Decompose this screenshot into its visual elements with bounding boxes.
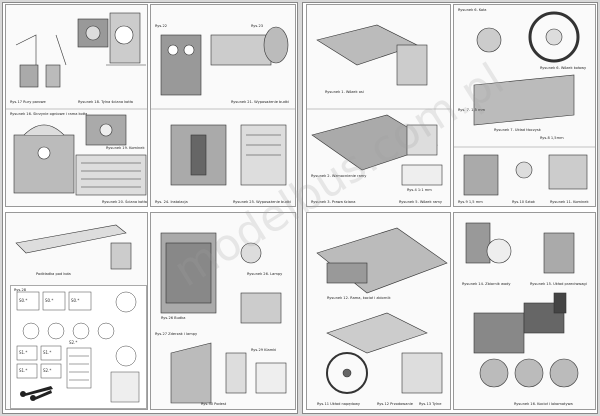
caption-frame-boiler-tank: Rysunek 12. Rama, kocioł i zbiornik xyxy=(327,296,391,300)
caption-chimney-2: Rysunek 11. Kominek xyxy=(550,200,589,204)
caption-fig23: Rys.23 xyxy=(251,24,264,28)
caption-boiler-wall: Rysunek 20. Ściana kotła xyxy=(102,200,148,204)
cab-equipment-illustration xyxy=(151,26,295,186)
caption-fig7-size: Rys. 7. 1,5 mm xyxy=(458,108,486,112)
caption-lamps: Rysunek 26. Lampy xyxy=(247,272,283,276)
wheel-pad-illustration xyxy=(15,224,132,270)
caption-frame-bogie: Rysunek 5. Wózek ramy xyxy=(399,200,443,204)
caption-chimney: Rysunek 19. Kominek xyxy=(106,146,145,150)
caption-boiler-locomotive: Rysunek 16. Kocioł i lokomotywa xyxy=(514,402,573,406)
template-label: S2.* xyxy=(69,340,77,345)
panel-parts-template: Podkładka pod koła S0.*S0.*S0.*S1.*S1.*S… xyxy=(5,212,148,410)
panel-cab: Rys.26 Budka Rysunek 26. Lampy Rys.27 Zd… xyxy=(150,212,296,410)
caption-drive-system: Rys.11 Układ napędowy xyxy=(317,402,361,406)
panel-cab-equipment: Rysunek 21. Wyposażenie budki Rys.22 Rys… xyxy=(150,4,296,207)
caption-platform: Rys.30 Podest xyxy=(201,402,227,406)
caption-wheel-bogie: Rysunek 6. Wózek kołowy xyxy=(540,66,587,70)
template-label: S1.* xyxy=(43,350,51,355)
caption-fig28: Rys.28 xyxy=(14,288,27,292)
caption-installation: Rys. 24. Instalacja xyxy=(155,200,188,204)
caption-axle-bogie: Rysunek 1. Wózek osi xyxy=(325,90,364,94)
caption-cab-equipment-2: Rysunek 25. Wyposażenie budki xyxy=(233,200,291,204)
caption-counterweight: Rysunek 15. Układ przeciwwagi xyxy=(530,282,587,286)
template-label: S2.* xyxy=(43,368,51,373)
caption-fig22: Rys.22 xyxy=(155,24,168,28)
caption-fig10: Rys.10 Sztok xyxy=(512,200,536,204)
caption-wheels: Rysunek 6. Koła xyxy=(458,8,487,12)
wheels-illustration xyxy=(454,11,595,196)
caption-leading: Rys.12 Przodowanie xyxy=(377,402,413,406)
caption-frame-reinforcement: Rysunek 2. Wzmocnienie ramy xyxy=(311,174,367,178)
cutout-shapes: S0.* S0.* S0.* S1.* S1.* S1.* S2.* S2.* xyxy=(16,291,140,403)
caption-wheel-pad: Podkładka pod koła xyxy=(36,272,71,276)
caption-cab: Rys.26 Budka xyxy=(161,316,186,320)
panel-wheels: Rysunek 6. Koła Rysunek 6. Wózek kołowy … xyxy=(453,4,596,207)
caption-handles: Rys.29 Klamki xyxy=(251,348,277,352)
template-label: S0.* xyxy=(45,298,53,303)
caption-water-tank: Rysunek 14. Zbiornik wody xyxy=(462,282,511,286)
caption-rear-wall: Rysunek 18. Tylna ściana kotła xyxy=(78,100,133,104)
cutout-sheet: S0.* S0.* S0.* S1.* S1.* S1.* S2.* S2.* xyxy=(10,285,147,409)
caption-steam-pipes: Rys.17 Rury parowe xyxy=(10,100,46,104)
caption-fig8: Rys.8 1,5mm xyxy=(540,136,564,140)
caption-rear: Rys.13 Tylne xyxy=(419,402,442,406)
caption-fig9: Rys.9 1,5 mm xyxy=(458,200,483,204)
boiler-walls-illustration xyxy=(6,12,147,196)
caption-fireboxes: Rysunek 16. Skrzynie ogniowe i rama kotł… xyxy=(10,112,88,116)
panel-frame-assembly: Rysunek 1. Wózek osi Rysunek 2. Wzmocnie… xyxy=(306,4,451,207)
template-label: S0.* xyxy=(71,298,79,303)
template-label: S1.* xyxy=(19,350,27,355)
panel-boiler-walls: Rys.17 Rury parowe Rysunek 18. Tylna ści… xyxy=(5,4,148,207)
frame-assembly-illustration xyxy=(307,24,450,186)
locomotive-illustration xyxy=(465,222,579,388)
caption-fig4: Rys.4 1:1 mm xyxy=(407,188,432,192)
panel-locomotive: Rysunek 14. Zbiornik wody Rysunek 15. Uk… xyxy=(453,212,596,410)
caption-bumper-lamps: Rys.27 Zderzak i lampy xyxy=(155,332,198,336)
caption-right-wall: Rysunek 3. Prawa ściana xyxy=(311,200,356,204)
cab-illustration xyxy=(160,232,287,404)
panel-drive-system: Rysunek 12. Rama, kocioł i zbiornik Rys.… xyxy=(306,212,451,410)
caption-piston-layout: Rysunek 7. Układ tłoczysk xyxy=(494,128,541,132)
template-label: S1.* xyxy=(19,368,27,373)
drive-system-illustration xyxy=(316,227,448,394)
caption-cab-equipment-1: Rysunek 21. Wyposażenie budki xyxy=(231,100,289,104)
template-label: S0.* xyxy=(19,298,27,303)
